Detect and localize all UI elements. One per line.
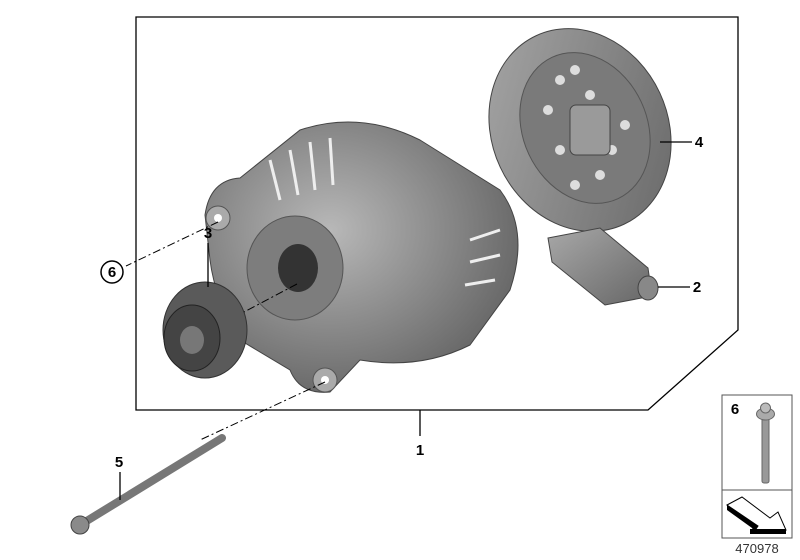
label-6-circled: 6 xyxy=(108,264,116,281)
alternator-part[interactable] xyxy=(204,121,519,393)
assembly-frame xyxy=(135,16,739,411)
diagram-number: 470978 xyxy=(735,541,778,556)
pulley-part[interactable] xyxy=(162,281,248,379)
circled-label-6 xyxy=(100,260,124,284)
label-2: 2 xyxy=(693,279,701,296)
direction-arrow-icon xyxy=(726,496,787,534)
label-4: 4 xyxy=(695,134,704,151)
label-1: 1 xyxy=(416,442,424,459)
regulator-part[interactable] xyxy=(547,227,659,306)
label-5: 5 xyxy=(115,454,123,471)
axis-line-lower-bolt xyxy=(199,381,326,441)
label-3: 3 xyxy=(204,225,212,242)
inset-bolt xyxy=(756,402,775,484)
axis-line-upper-bolt xyxy=(125,221,219,267)
axis-line-pulley xyxy=(243,283,298,313)
cover-part[interactable] xyxy=(456,0,703,261)
inset-box: 6 xyxy=(721,394,793,539)
long-bolt-part[interactable] xyxy=(70,434,226,535)
inset-label-6: 6 xyxy=(731,401,739,418)
